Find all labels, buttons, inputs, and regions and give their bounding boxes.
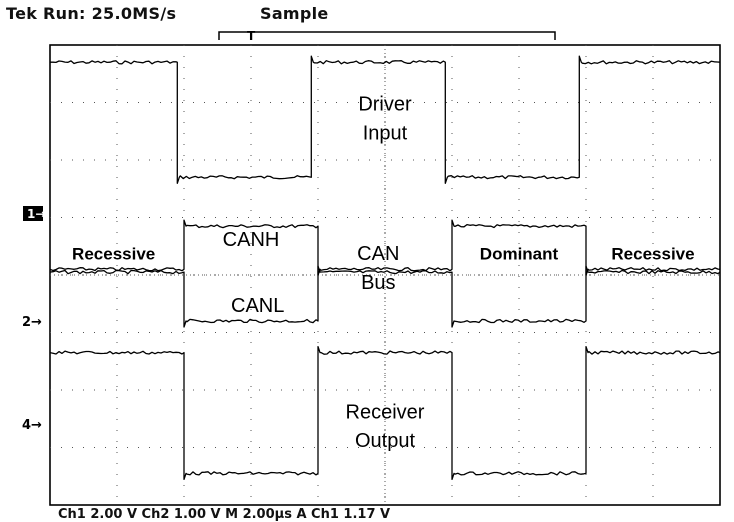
run-status-readout: Tek Run: 25.0MS/s: [6, 4, 177, 23]
ch1-ground-marker[interactable]: 1→: [23, 206, 45, 221]
receiver-output-label-1: Receiver: [346, 401, 425, 423]
dominant-label: Dominant: [480, 244, 559, 263]
receiver-output-label-2: Output: [355, 430, 415, 452]
ch2-ground-marker[interactable]: 2→: [22, 315, 42, 330]
can-bus-label-1: CAN: [357, 243, 399, 265]
trace-canl: [49, 265, 721, 328]
graticule-grid: [49, 44, 721, 506]
canh-label: CANH: [223, 229, 280, 251]
canl-label: CANL: [231, 295, 284, 317]
ch4-ground-marker[interactable]: 4→: [22, 418, 42, 433]
driver-input-label-2: Input: [363, 122, 408, 144]
recessive-label-left: Recessive: [72, 244, 155, 263]
trace-driver-input: [50, 55, 721, 184]
waveform-traces: [49, 55, 721, 481]
trigger-position-icon: T: [247, 29, 256, 43]
recessive-label-right: Recessive: [611, 244, 694, 263]
scale-readout: Ch1 2.00 V Ch2 1.00 V M 2.00µs A Ch1 1.1…: [58, 507, 391, 522]
trace-receiver-output: [49, 345, 721, 481]
record-length-indicator: T: [218, 29, 556, 43]
driver-input-label-1: Driver: [358, 94, 412, 116]
ch1-marker-label: 1→: [27, 207, 45, 221]
can-bus-label-2: Bus: [361, 272, 395, 294]
acquisition-mode-readout: Sample: [260, 4, 329, 23]
trace-canh: [49, 219, 721, 276]
